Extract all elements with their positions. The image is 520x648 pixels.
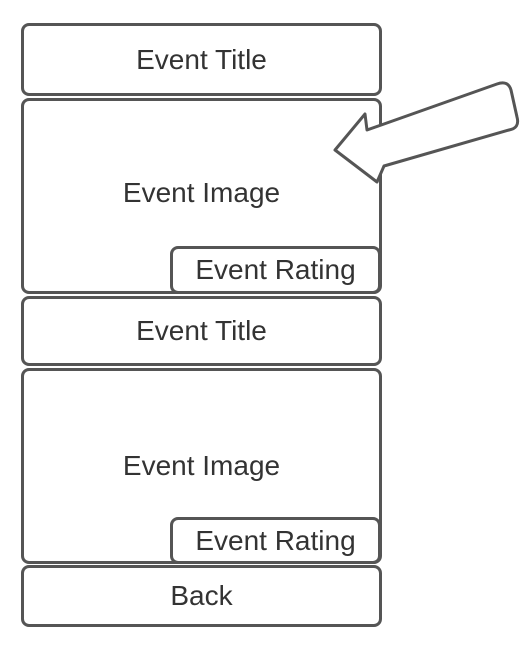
event-image-label-2: Event Image <box>122 450 281 481</box>
event-title-box-1[interactable]: Event Title <box>21 23 382 96</box>
event-rating-box-1[interactable]: Event Rating <box>170 246 381 294</box>
event-image-label-1: Event Image <box>122 177 281 208</box>
back-button-label: Back <box>170 580 233 611</box>
event-title-label-1: Event Title <box>136 43 267 75</box>
event-rating-box-2[interactable]: Event Rating <box>170 517 381 564</box>
back-button[interactable]: Back <box>21 565 382 627</box>
event-rating-label-1: Event Rating <box>195 254 356 285</box>
event-title-label-2: Event Title <box>136 315 267 346</box>
event-rating-label-2: Event Rating <box>195 524 356 556</box>
event-title-box-2[interactable]: Event Title <box>21 296 382 366</box>
